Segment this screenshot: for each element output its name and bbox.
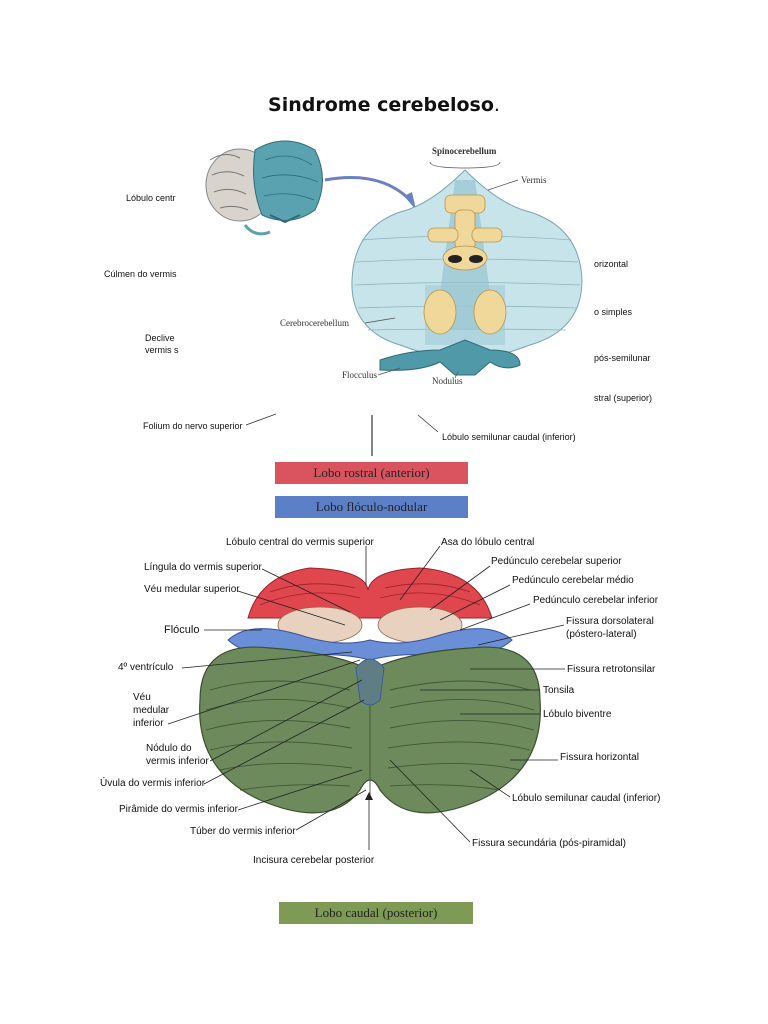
label-fissura-horizontal: Fissura horizontal [560, 752, 639, 763]
label-nodulo-1: Nódulo do [146, 743, 192, 754]
label-semilunar-caudal-inf: Lóbulo semilunar caudal (inferior) [512, 793, 661, 804]
label-nodulo-2: vermis inferior [146, 756, 209, 767]
label-veu-inferior-3: inferior [133, 718, 164, 729]
label-floculo: Flóculo [164, 624, 200, 636]
label-ped-medio: Pedúnculo cerebelar médio [512, 575, 634, 586]
label-fissura-dorsolateral-2: (póstero-lateral) [566, 629, 637, 640]
page-title: Sindrome cerebeloso. [268, 94, 500, 116]
lobo-rostral-band: Lobo rostral (anterior) [275, 462, 468, 484]
label-piramide: Pirâmide do vermis inferior [119, 804, 238, 815]
label-retrotonsilar: Fissura retrotonsilar [567, 664, 656, 675]
label-asa: Asa do lóbulo central [441, 537, 535, 548]
side-label-culmen: Cúlmen do vermis [104, 269, 177, 279]
label-fissura-dorsolateral-1: Fissura dorsolateral [566, 616, 654, 627]
label-veu-inferior-2: medular [133, 705, 170, 716]
cerebrocerebellum-label: Cerebrocerebellum [280, 318, 349, 328]
label-tonsila: Tonsila [543, 685, 575, 696]
side-label-simples: o simples [594, 307, 633, 317]
vermis-label: Vermis [521, 175, 547, 185]
side-label-declive-2: vermis s [145, 345, 179, 355]
label-uvula: Úvula do vermis inferior [100, 778, 206, 789]
label-tuber: Túber do vermis inferior [190, 826, 296, 837]
side-label-semilunar-caudal: Lóbulo semilunar caudal (inferior) [442, 432, 576, 442]
arrow-icon [324, 176, 412, 202]
label-lingula: Língula do vermis superior [144, 562, 262, 573]
lobo-floculo-band: Lobo flóculo-nodular [275, 496, 468, 518]
label-veu-superior: Véu medular superior [144, 584, 240, 595]
side-label-declive-1: Declive [145, 333, 175, 343]
label-biventre: Lóbulo biventre [543, 709, 612, 720]
bottom-leader-lines [167, 545, 565, 850]
label-fissura-secundaria: Fissura secundária (pós-piramidal) [472, 838, 626, 849]
flocculus-label: Flocculus [342, 370, 377, 380]
side-label-pos-semilunar: pós-semilunar [594, 353, 651, 363]
label-incisura: Incisura cerebelar posterior [253, 855, 375, 866]
cerebellum-diagram [351, 161, 583, 379]
small-brain-sketch [205, 140, 323, 236]
lobo-caudal-band: Lobo caudal (posterior) [279, 902, 473, 924]
label-lobulo-central-vermis: Lóbulo central do vermis superior [226, 537, 374, 548]
side-label-horizontal: orizontal [594, 259, 629, 269]
nodulus-label: Nodulus [432, 376, 463, 386]
label-ped-inferior: Pedúnculo cerebelar inferior [533, 595, 659, 606]
side-label-folium: Folium do nervo superior [143, 421, 243, 431]
side-label-lobulo-central: Lóbulo centr [126, 193, 176, 203]
label-quarto-ventriculo: 4º ventrículo [118, 662, 174, 673]
cerebellum-posterior-view [199, 567, 541, 814]
side-label-rostral-superior: stral (superior) [594, 393, 653, 403]
label-veu-inferior-1: Véu [133, 692, 151, 703]
spinocerebellum-heading: Spinocerebellum [432, 146, 497, 156]
label-ped-superior: Pedúnculo cerebelar superior [491, 556, 622, 567]
